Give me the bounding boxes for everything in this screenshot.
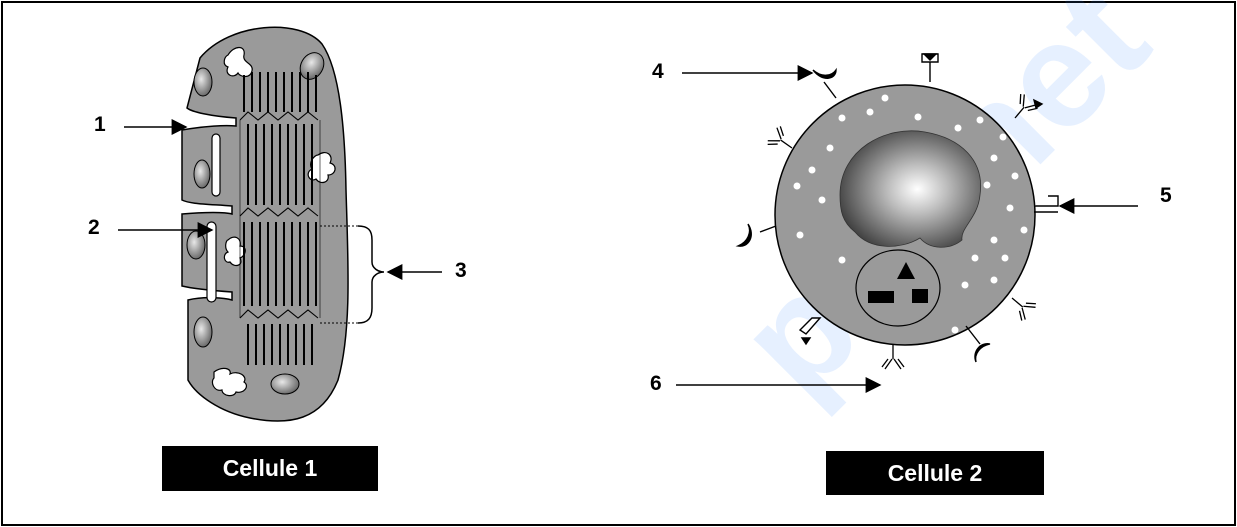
cell-2-receptors <box>735 53 1059 370</box>
triangle-symbol <box>897 262 915 279</box>
label-arrows-cell-2 <box>676 65 1138 393</box>
sarcomere-brace <box>320 225 385 324</box>
label-6: 6 <box>650 372 662 395</box>
cell-1 <box>181 26 385 422</box>
label-2: 2 <box>88 216 100 239</box>
caption-cell-2: Cellule 2 <box>826 451 1044 495</box>
caption-cell-1: Cellule 1 <box>162 446 378 491</box>
cell-2 <box>735 53 1059 370</box>
label-arrows-cell-1 <box>118 119 442 280</box>
label-5: 5 <box>1160 184 1172 207</box>
cell-1-membrane <box>181 26 349 422</box>
cell-1-nuclei <box>186 52 325 395</box>
cell-2-golgi-area <box>855 249 941 327</box>
cell-1-thin-lines <box>239 120 321 318</box>
label-4: 4 <box>652 60 664 83</box>
label-1: 1 <box>94 113 106 136</box>
cell-2-vesicles <box>793 94 1028 334</box>
cell-2-nucleus <box>839 130 982 248</box>
rectangle-symbol <box>868 291 894 303</box>
cell-1-filaments <box>243 72 317 365</box>
cell-1-myofibrils <box>239 111 319 319</box>
label-3: 3 <box>455 259 467 282</box>
square-symbol <box>912 289 928 303</box>
